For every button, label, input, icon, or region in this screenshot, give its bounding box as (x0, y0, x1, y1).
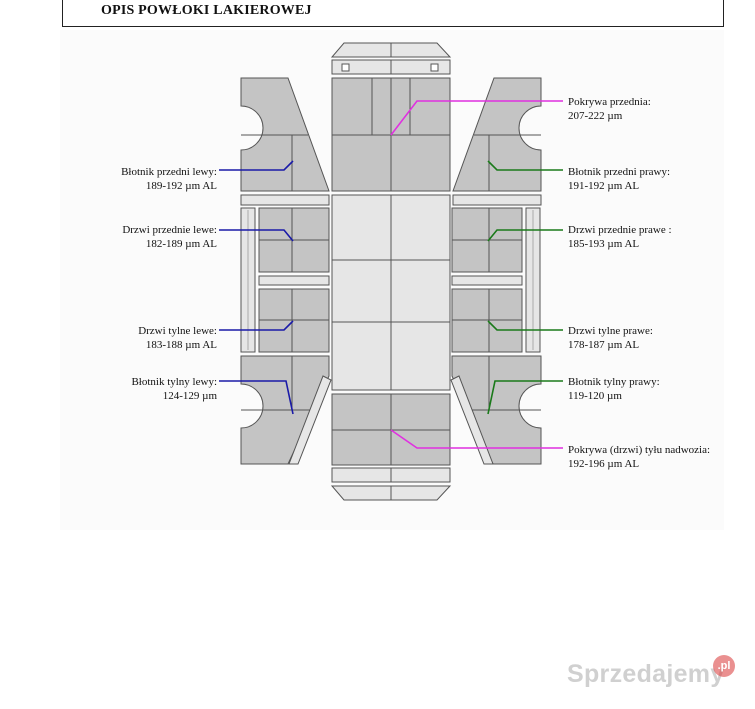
rear-quarter-glass-left (288, 375, 332, 465)
label-front-fender-left-name: Błotnik przedni lewy: (121, 166, 217, 178)
label-rear-fender-right-name: Błotnik tylny prawy: (568, 376, 660, 388)
label-front-door-right: Drzwi przednie prawe : 185-193 µm AL (568, 223, 672, 251)
label-front-door-left-value: 182-189 µm AL (145, 238, 217, 250)
sill-left-top (240, 194, 330, 206)
label-rear-door-right: Drzwi tylne prawe: 178-187 µm AL (568, 324, 653, 352)
label-tailgate-name: Pokrywa (drzwi) tyłu nadwozia: (568, 444, 711, 456)
watermark-text: Sprzedajemy (567, 660, 725, 688)
label-front-fender-right-name: Błotnik przedni prawy: (568, 166, 671, 178)
label-rear-door-right-name: Drzwi tylne prawe: (568, 325, 653, 337)
label-front-fender-left-value: 189-192 µm AL (145, 180, 217, 192)
label-rear-door-left: Drzwi tylne lewe: 183-188 µm AL (138, 324, 217, 352)
leader-front-fender-left (219, 160, 294, 171)
label-front-door-left: Drzwi przednie lewe: 182-189 µm AL (122, 223, 217, 251)
label-front-door-right-name: Drzwi przednie prawe : (568, 224, 672, 236)
label-rear-fender-right: Błotnik tylny prawy: 119-120 µm (568, 375, 660, 403)
label-front-fender-left: Błotnik przedni lewy: 189-192 µm AL (121, 165, 217, 193)
leader-rear-door-left (219, 320, 294, 331)
sill-right-top (452, 194, 542, 206)
header-box: OPIS POWŁOKI LAKIEROWEJ (62, 0, 724, 27)
leader-rear-fender-left (219, 380, 294, 415)
label-rear-fender-right-value: 119-120 µm (568, 390, 622, 402)
leader-hood (390, 100, 563, 136)
label-hood: Pokrywa przednia: 207-222 µm (568, 95, 651, 123)
label-rear-fender-left: Błotnik tylny lewy: 124-129 µm (131, 375, 217, 403)
label-front-fender-right: Błotnik przedni prawy: 191-192 µm AL (568, 165, 670, 193)
leader-front-door-right (487, 229, 563, 242)
leader-rear-fender-right (487, 380, 563, 415)
label-front-door-right-value: 185-193 µm AL (568, 238, 640, 250)
label-front-door-left-name: Drzwi przednie lewe: (122, 224, 217, 236)
leader-front-fender-right (487, 160, 563, 171)
label-tailgate-value: 192-196 µm AL (568, 458, 640, 470)
label-rear-fender-left-value: 124-129 µm (162, 390, 217, 402)
rear-quarter-glass-right (450, 375, 494, 465)
label-front-fender-right-value: 191-192 µm AL (568, 180, 640, 192)
label-tailgate: Pokrywa (drzwi) tyłu nadwozia: 192-196 µ… (568, 443, 710, 471)
leader-tailgate (390, 429, 563, 449)
label-rear-fender-left-name: Błotnik tylny lewy: (131, 376, 217, 388)
watermark-badge: .pl (713, 655, 735, 677)
label-rear-door-left-value: 183-188 µm AL (145, 339, 217, 351)
leader-front-door-left (219, 229, 294, 242)
leader-rear-door-right (487, 320, 563, 331)
label-hood-name: Pokrywa przednia: (568, 96, 651, 108)
label-rear-door-left-name: Drzwi tylne lewe: (138, 325, 217, 337)
page-title: OPIS POWŁOKI LAKIEROWEJ (101, 3, 312, 18)
label-rear-door-right-value: 178-187 µm AL (568, 339, 640, 351)
label-hood-value: 207-222 µm (568, 110, 623, 122)
